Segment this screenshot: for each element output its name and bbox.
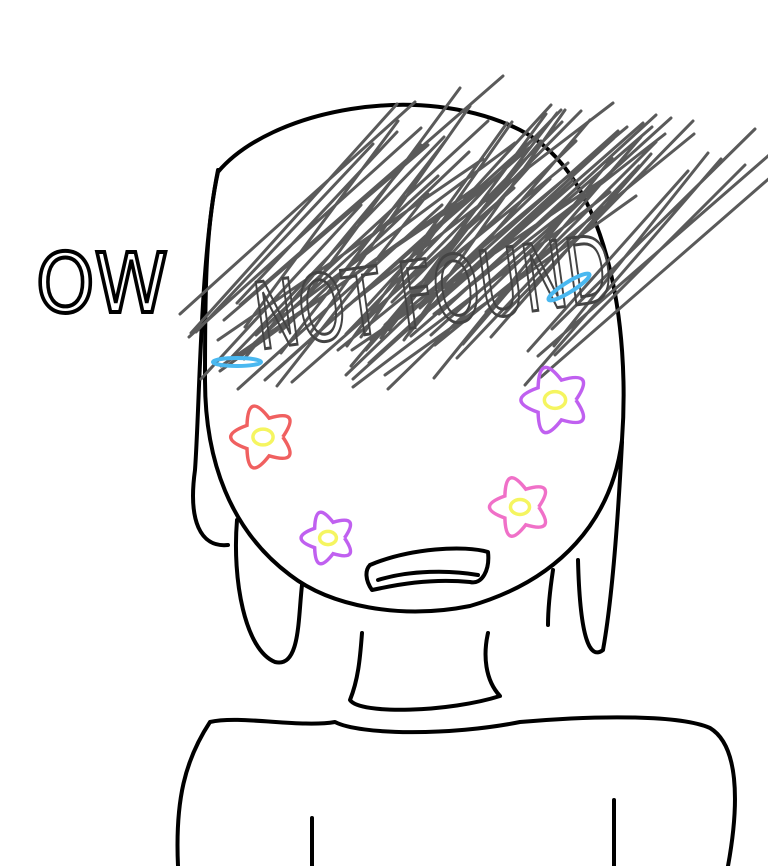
neck xyxy=(348,631,502,712)
body-outline xyxy=(175,715,737,866)
right-hair-lock xyxy=(546,568,555,627)
tear-right-icon xyxy=(546,271,592,303)
left-hair-lock xyxy=(233,518,304,665)
flower-purple-icon xyxy=(519,365,586,435)
flower-pink-icon xyxy=(487,476,548,538)
speech-text: OW xyxy=(36,237,168,332)
flower-purple-small-icon xyxy=(299,510,353,566)
right-hair-strand xyxy=(576,440,624,655)
hair-stroke xyxy=(178,74,768,391)
hair-scribble xyxy=(178,74,768,391)
head-outline xyxy=(203,102,626,614)
flower-red-icon xyxy=(228,404,292,470)
tear-left-icon xyxy=(211,356,263,368)
mouth xyxy=(364,546,491,592)
